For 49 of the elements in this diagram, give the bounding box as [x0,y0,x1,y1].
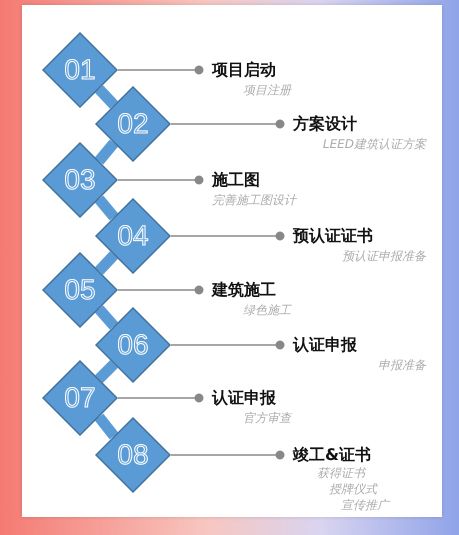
step-subtitle: 绿色施工 [243,302,291,318]
step-subtitle: 授牌仪式 [329,481,377,497]
connector-bar [94,305,118,330]
diamond-shape [95,198,171,274]
diamond-shape [95,307,171,383]
step-title: 预认证证书 [293,226,373,246]
step-subtitle: 官方审查 [243,410,291,426]
step-title: 建筑施工 [212,280,276,300]
step-title: 方案设计 [293,114,357,134]
step-subtitle: 申报准备 [378,357,426,373]
step-number: 02 [116,107,150,141]
step-number: 03 [63,163,97,197]
step-title: 认证申报 [212,388,276,408]
step-number: 07 [63,381,97,415]
step-subtitle: 宣传推广 [341,497,389,513]
leader-line [118,176,204,184]
connector-bar [95,360,118,383]
leader-line [171,450,284,460]
step-title: 项目启动 [212,60,276,80]
step-title: 竣工&证书 [293,445,371,465]
connector-bar [94,139,118,165]
leader-line [171,340,284,350]
step-subtitle: 预认证申报准备 [342,248,426,264]
step-subtitle: 完善施工图设计 [212,192,296,208]
connector-bar [94,195,118,221]
step-number: 01 [63,53,97,87]
step-title: 认证申报 [293,335,357,355]
diamond-shape [42,360,118,436]
step-number: 08 [116,438,150,472]
leader-line [171,232,284,240]
diamond-shape [42,252,118,328]
step-title: 施工图 [212,170,260,190]
connector-bar [95,85,118,109]
step-subtitle: 项目注册 [243,82,291,98]
leader-line [118,286,204,294]
leader-line [118,394,204,402]
diamond-shape [42,142,118,218]
step-number: 06 [116,328,150,362]
step-subtitle: 获得证书 [317,465,365,481]
diamond-shape [42,32,118,108]
connector-bar [95,251,118,275]
diamond-shape [95,86,171,162]
diamond-shape [95,417,171,493]
step-number: 04 [116,219,150,253]
connector-bar [94,414,118,440]
leader-line [118,66,204,74]
leader-line [171,120,284,128]
step-number: 05 [63,273,97,307]
step-subtitle: LEED建筑认证方案 [322,136,426,152]
